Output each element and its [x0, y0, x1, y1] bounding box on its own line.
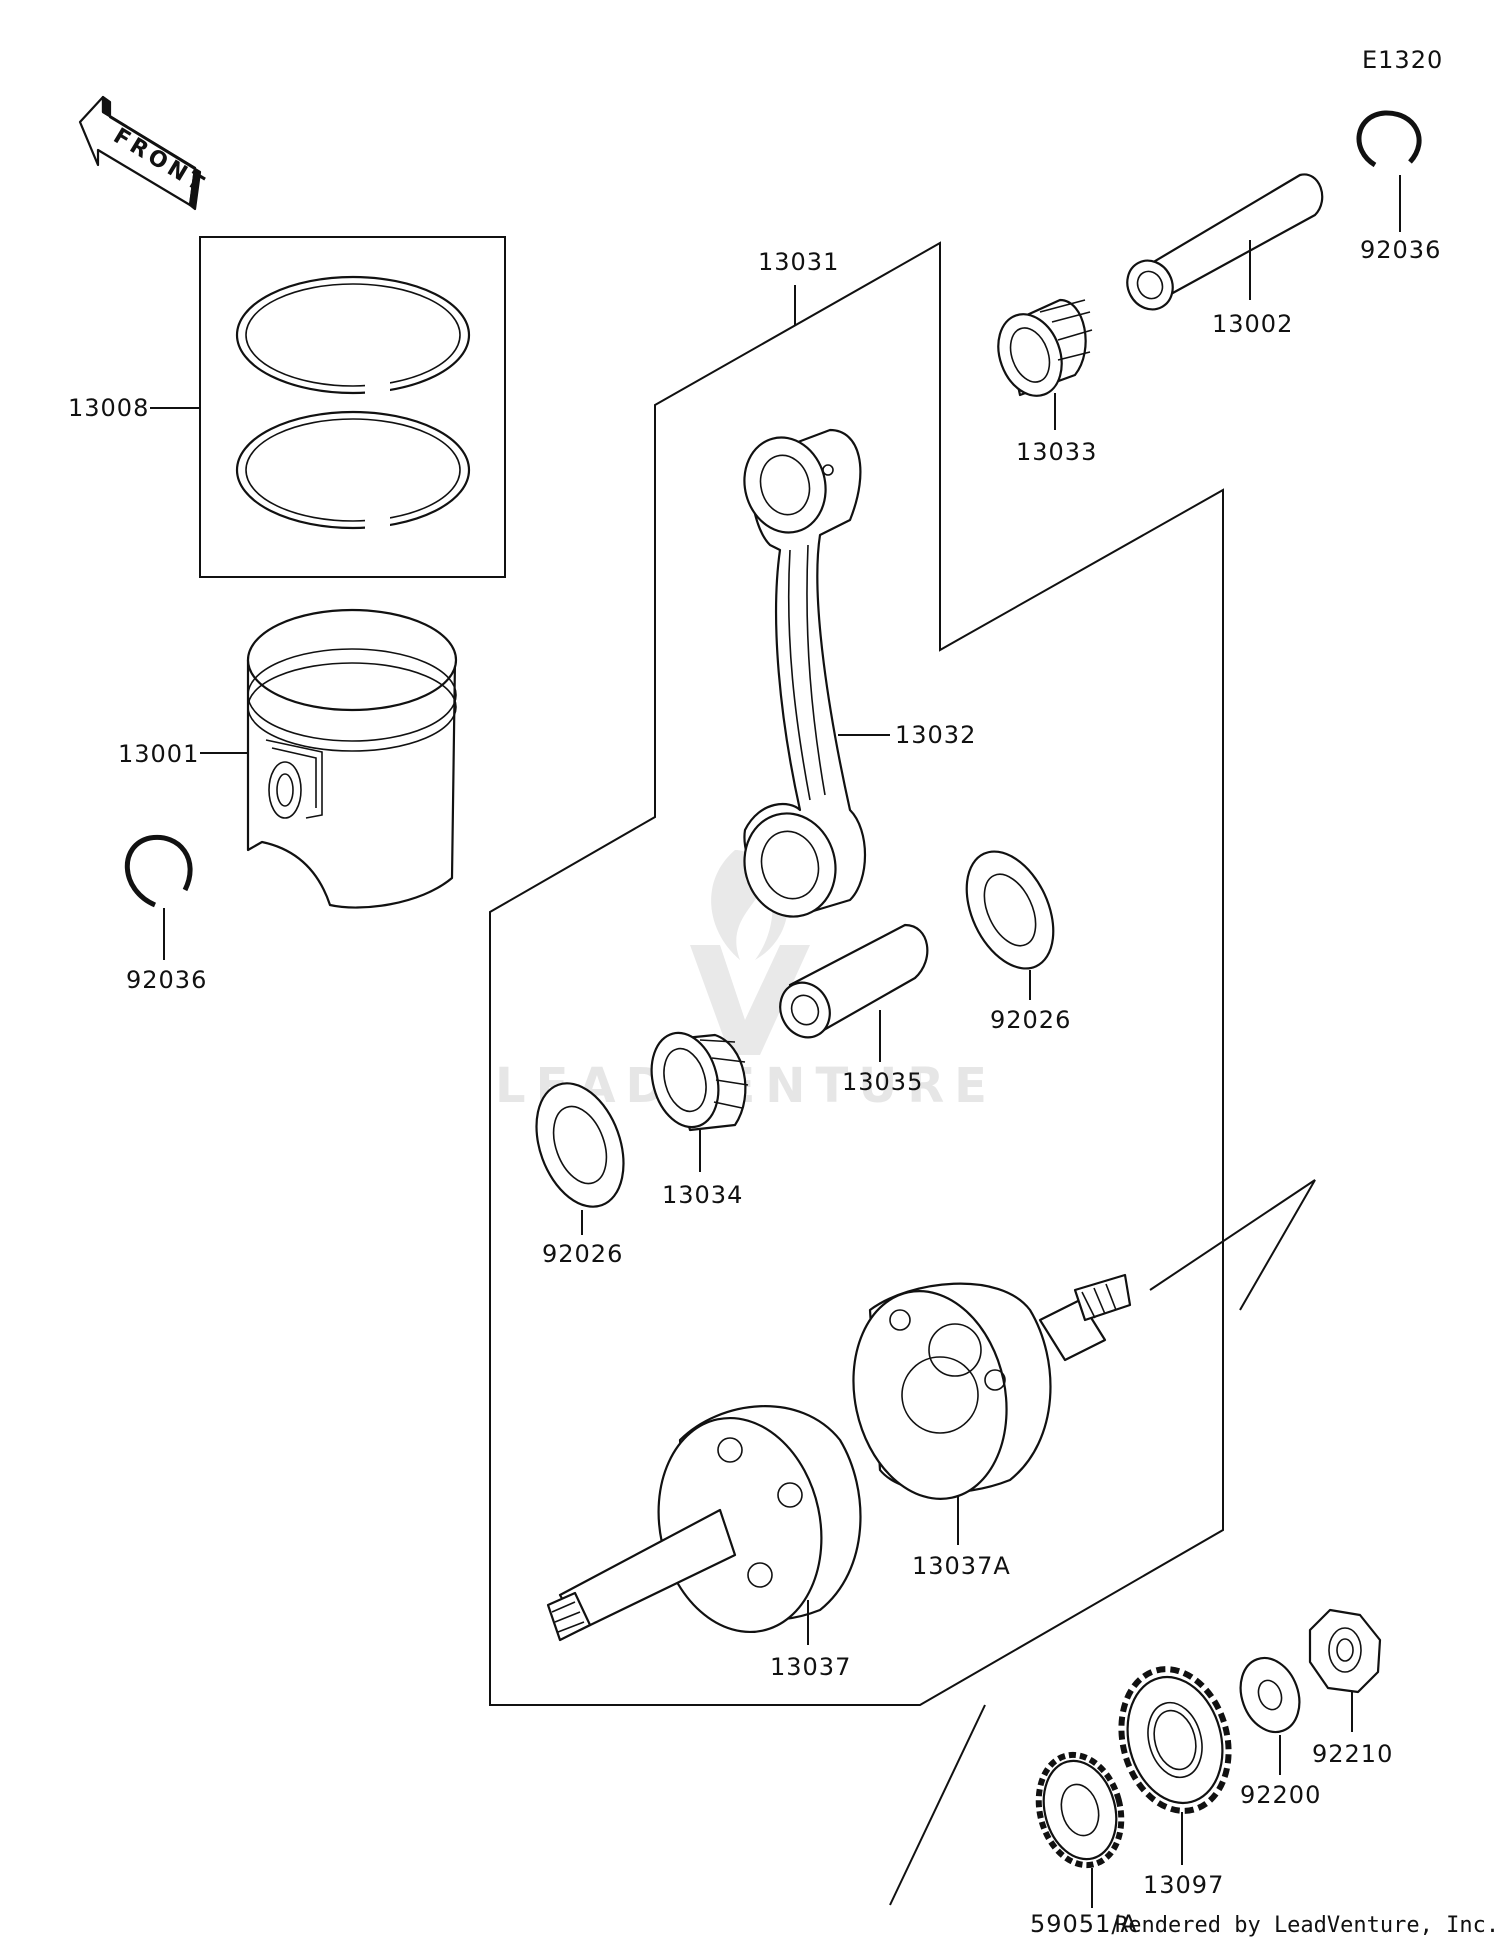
nut: 92210 — [1308, 1608, 1393, 1768]
label-92026-right: 92026 — [990, 1006, 1071, 1034]
connecting-rod: 13032 — [743, 428, 976, 918]
label-13031: 13031 — [758, 248, 839, 276]
label-92200: 92200 — [1240, 1781, 1321, 1809]
needle-bearing-small-end: 13033 — [997, 298, 1097, 466]
label-13001: 13001 — [118, 740, 199, 768]
washer-left: 92026 — [535, 1082, 625, 1268]
washer-gear: 92200 — [1239, 1656, 1321, 1809]
label-92210: 92210 — [1312, 1740, 1393, 1768]
piston-rings: 13008 — [68, 236, 506, 578]
label-13037A: 13037A — [912, 1552, 1011, 1580]
label-92036-left: 92036 — [126, 966, 207, 994]
label-13034: 13034 — [662, 1181, 743, 1209]
label-13097: 13097 — [1143, 1871, 1224, 1899]
label-13037: 13037 — [770, 1653, 851, 1681]
needle-bearing-big-end: 13034 — [650, 1031, 749, 1209]
footer-credit: Rendered by LeadVenture, Inc. — [1115, 1913, 1499, 1938]
front-arrow-icon: FRONT — [78, 95, 211, 211]
label-13032: 13032 — [895, 721, 976, 749]
gear-large: 13097 — [1118, 1666, 1232, 1899]
gear-small: 59051/A — [1030, 1751, 1138, 1938]
label-92026-left: 92026 — [542, 1240, 623, 1268]
label-59051-A: 59051/A — [1030, 1910, 1138, 1938]
diagram-code: E1320 — [1362, 46, 1443, 74]
piston-pin: 13002 — [1126, 173, 1324, 338]
circlip-left: 92036 — [124, 834, 207, 994]
conrod-assy-outline: 13031 — [489, 241, 1224, 1706]
piston: 13001 — [118, 608, 458, 909]
circlip-top-right: 92036 — [1356, 110, 1441, 264]
washer-right: 92026 — [965, 850, 1071, 1034]
break-lines — [889, 1179, 1316, 1906]
label-13002: 13002 — [1212, 310, 1293, 338]
crank-half-left: 13037 — [546, 1405, 862, 1681]
crank-pin: 13035 — [779, 923, 929, 1096]
label-13008: 13008 — [68, 394, 149, 422]
crank-half-right: 13037A — [852, 1273, 1132, 1580]
label-92036-top: 92036 — [1360, 236, 1441, 264]
label-13033: 13033 — [1016, 438, 1097, 466]
label-13035: 13035 — [842, 1068, 923, 1096]
